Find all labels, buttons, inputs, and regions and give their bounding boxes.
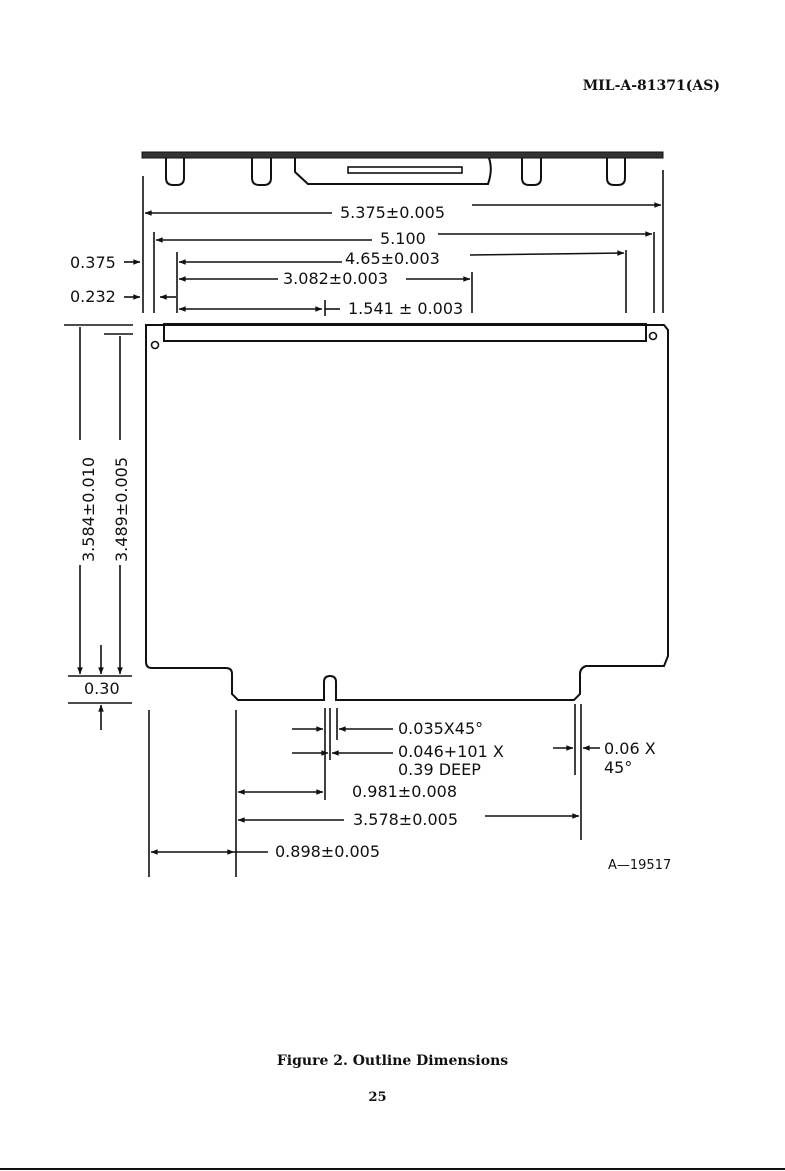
standoff-4 (606, 158, 626, 186)
board-edge-strip (141, 151, 664, 159)
mounting-hole-right (648, 331, 658, 341)
dim-edge-offset-top: 0.375 (70, 253, 116, 272)
dim-corner-chamfer-a: 0.06 X (604, 739, 656, 758)
left-dimension-lines (64, 324, 133, 730)
left-dimension-labels: 3.584±0.010 3.489±0.005 0.30 (79, 457, 131, 698)
connector-slot (347, 166, 463, 174)
drawing-number: A—19517 (608, 858, 671, 873)
page-bottom-rule (0, 1168, 785, 1170)
top-extension-lines (142, 170, 664, 313)
dim-overall-height: 3.584±0.010 (79, 457, 98, 562)
dim-hole-span: 4.65±0.003 (345, 249, 440, 268)
bottom-dimension-labels: 0.035X45° 0.046+101 X 0.39 DEEP 0.06 X 4… (275, 719, 671, 873)
outline-dimensions-drawing: 5.375±0.005 5.100 4.65±0.003 3.082±0.003… (64, 151, 671, 877)
dim-edge-offset-bottom: 0.232 (70, 287, 116, 306)
document-id: MIL-A-81371(AS) (582, 78, 720, 94)
page-number: 25 (368, 1090, 387, 1105)
bottom-extension-lines (148, 704, 582, 877)
dim-slot-width: 0.046+101 X (398, 742, 504, 761)
standoff-2 (251, 158, 272, 186)
dim-connector-offset: 3.082±0.003 (283, 269, 388, 288)
dim-tab-height: 0.30 (84, 679, 120, 698)
top-edge-view (141, 151, 664, 186)
dim-overall-width: 5.375±0.005 (340, 203, 445, 222)
board-body (145, 324, 669, 701)
standoff-3 (521, 158, 542, 186)
mounting-hole-left (150, 340, 160, 350)
dim-slot-depth: 0.39 DEEP (398, 760, 481, 779)
board-outline (145, 323, 669, 701)
dim-tab-width: 3.578±0.005 (353, 810, 458, 829)
dim-tab-offset: 0.898±0.005 (275, 842, 380, 861)
card-edge-connector (163, 323, 647, 342)
dim-connector-center: 1.541 ± 0.003 (348, 299, 463, 318)
standoff-1 (165, 158, 185, 186)
dim-slot-chamfer: 0.035X45° (398, 719, 483, 738)
dim-board-width: 5.100 (380, 229, 426, 248)
figure-caption: Figure 2. Outline Dimensions (276, 1053, 509, 1069)
dim-corner-chamfer-b: 45° (604, 758, 632, 777)
connector-body (294, 157, 492, 185)
dim-slot-position: 0.981±0.008 (352, 782, 457, 801)
top-dimension-labels: 5.375±0.005 5.100 4.65±0.003 3.082±0.003… (70, 203, 463, 318)
bottom-dimension-lines (150, 726, 600, 855)
top-dimension-lines (124, 202, 662, 316)
dim-board-height: 3.489±0.005 (112, 457, 131, 562)
